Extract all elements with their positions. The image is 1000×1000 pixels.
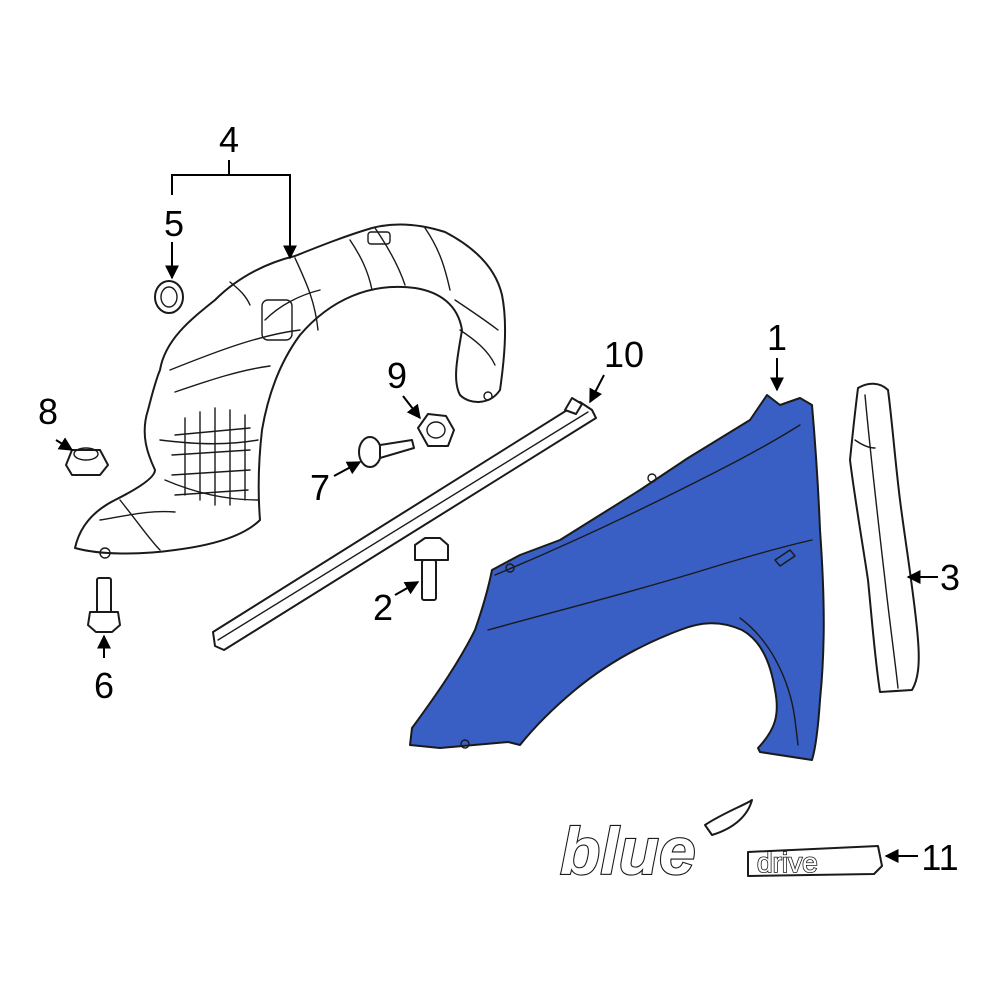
badge-word-text: drive bbox=[757, 847, 818, 878]
fender-panel bbox=[409, 394, 825, 761]
nut-part-8 bbox=[65, 447, 109, 476]
bolt-part-2 bbox=[414, 537, 449, 601]
fender-body bbox=[409, 394, 825, 761]
nut-part-9 bbox=[417, 413, 455, 447]
label-11: 11 bbox=[921, 837, 958, 878]
screw-part-7 bbox=[358, 436, 415, 468]
label-10: 10 bbox=[604, 334, 644, 375]
label-3: 3 bbox=[940, 557, 960, 598]
label-2: 2 bbox=[373, 587, 393, 628]
badge-script-text: blue bbox=[560, 814, 696, 888]
callouts bbox=[55, 160, 938, 863]
label-7: 7 bbox=[310, 467, 330, 508]
blue-drive-emblem: blue drive bbox=[559, 799, 883, 889]
washer-part-5 bbox=[154, 280, 184, 314]
label-9: 9 bbox=[387, 355, 407, 396]
fender-seal bbox=[849, 382, 920, 693]
label-4: 4 bbox=[219, 119, 239, 160]
bolt-part-6 bbox=[87, 577, 121, 633]
label-6: 6 bbox=[94, 665, 114, 706]
label-1: 1 bbox=[767, 317, 787, 358]
fender-liner bbox=[74, 223, 507, 559]
fender-moulding bbox=[212, 397, 597, 651]
label-8: 8 bbox=[38, 391, 58, 432]
label-5: 5 bbox=[164, 203, 184, 244]
